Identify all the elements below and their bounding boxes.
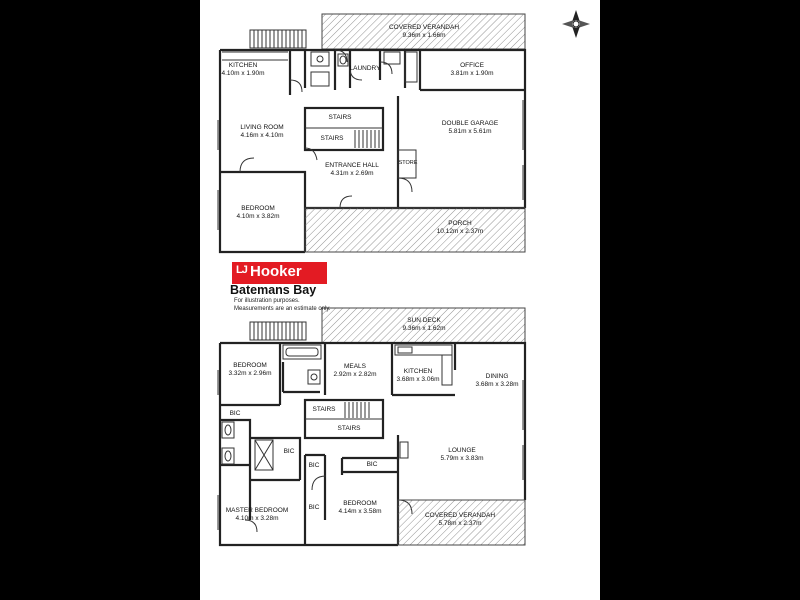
room-label-stairs-upper: STAIRS (328, 114, 352, 121)
porch-deck (304, 207, 526, 253)
first-verandah-deck (397, 499, 526, 546)
room-label-bic-4: BIC (366, 461, 378, 468)
room-label-bic-1: BIC (229, 410, 241, 417)
room-label-store: STORE (398, 160, 418, 166)
stair-core (303, 106, 385, 152)
room-label-bic-3: BIC (308, 462, 320, 469)
disclaimer-line-2: Measurements are an estimate only. (234, 305, 331, 312)
room-label-bic-2: BIC (283, 448, 295, 455)
sun-deck (321, 307, 526, 344)
brand-logo (232, 262, 327, 284)
room-label-laundry: LAUNDRY (349, 65, 381, 72)
first-floor-plan (217, 307, 527, 547)
outdoor-stairs (249, 29, 307, 49)
ground-floor-plan (217, 13, 527, 254)
brand-logo-text: Hooker (250, 263, 302, 280)
room-label-stairs-4: STAIRS (337, 425, 361, 432)
room-label-stairs-3: STAIRS (312, 406, 336, 413)
first-outer-walls (218, 341, 527, 547)
brand-logo-lj: LJ (236, 264, 248, 276)
disclaimer: For illustration purposes. Measurements … (234, 298, 331, 313)
room-label-stairs-lower: STAIRS (320, 135, 344, 142)
disclaimer-line-1: For illustration purposes. (234, 298, 300, 304)
room-label-bic-5: BIC (308, 504, 320, 511)
compass-north-icon (562, 10, 590, 38)
branch-name: Batemans Bay (230, 283, 317, 297)
upper-stairs (249, 321, 307, 341)
verandah-deck (321, 13, 526, 50)
